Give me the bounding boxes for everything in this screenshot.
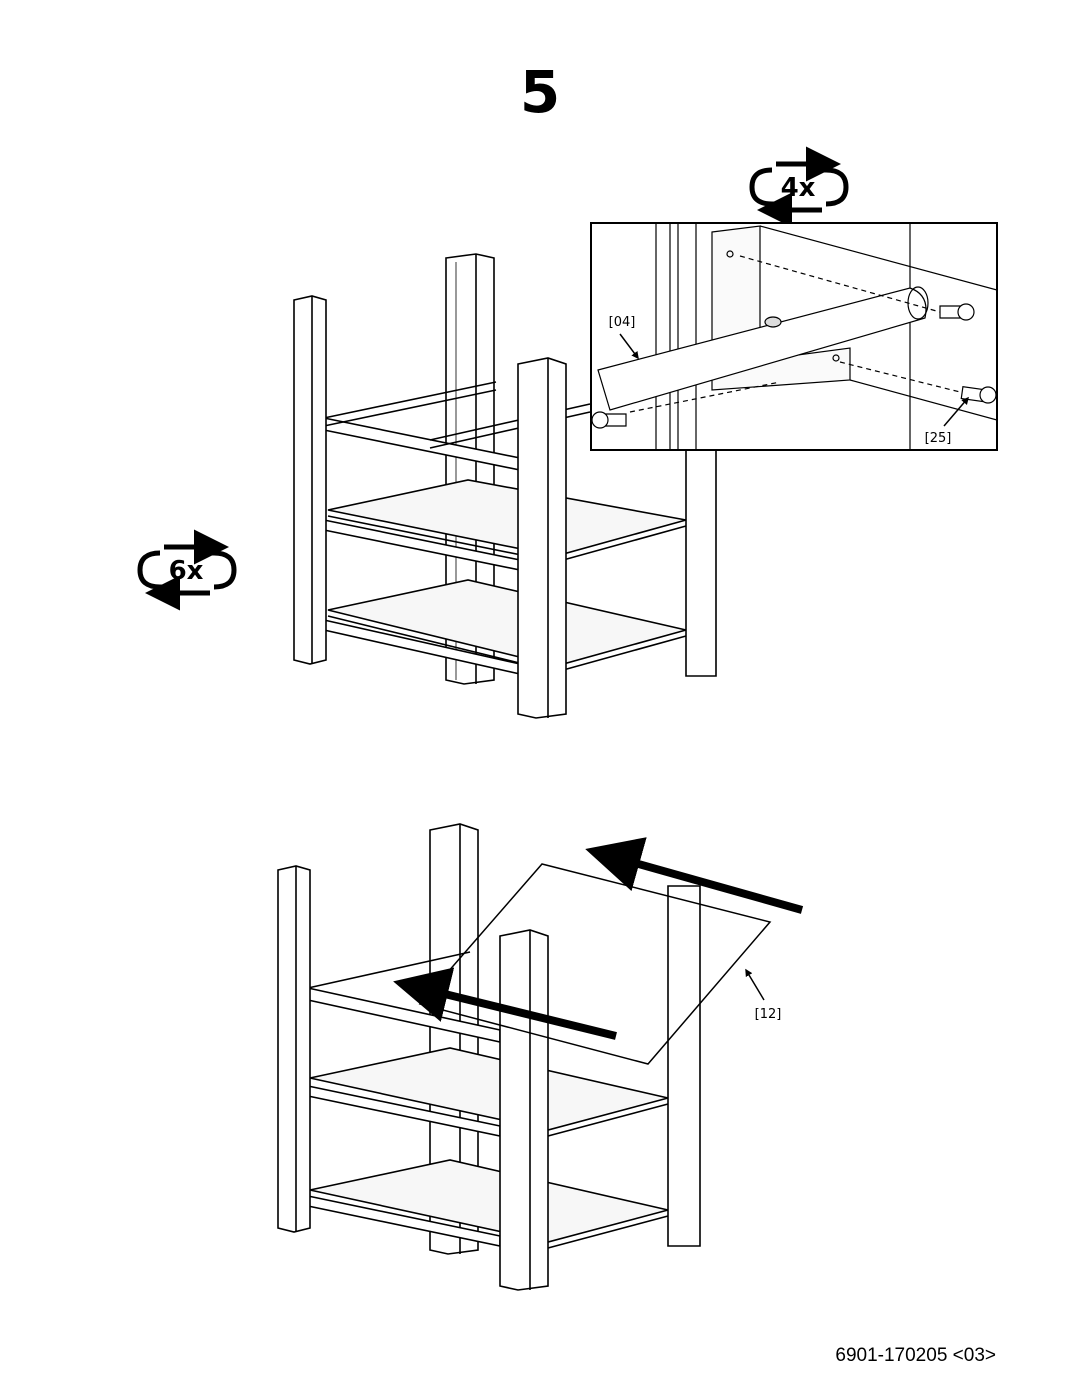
repeat-badge-4x-label: 4x [781,173,816,203]
step-number: 5 [519,58,561,126]
insert-arrow-icon [393,837,804,1040]
repeat-badge-6x-label: 6x [169,556,204,586]
repeat-badge-4x: 4x [749,146,849,228]
glass-shelf [418,863,772,1065]
part-label-glass-shelf: [12] [755,1007,782,1022]
part-label-screw: [25] [925,431,952,446]
detail-inset: [04] [25] [590,222,998,451]
frame-top-illustration [293,253,717,719]
repeat-badge-6x: 6x [137,529,237,611]
document-code: 6901-170205 <03> [835,1345,996,1366]
frame-bottom-illustration [277,823,701,1291]
part-label-rod: [04] [609,315,636,330]
